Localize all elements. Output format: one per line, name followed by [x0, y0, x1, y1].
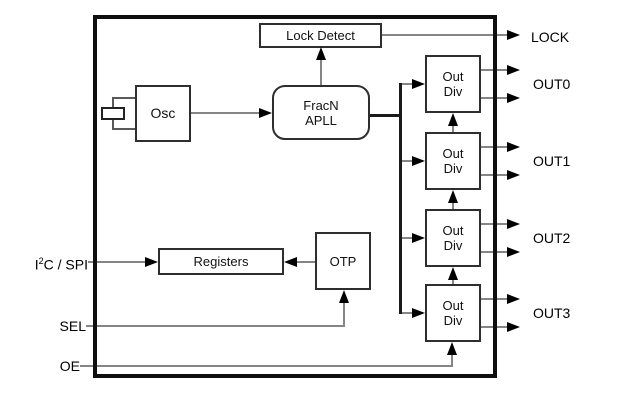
wire-oe-horizontal — [80, 365, 453, 367]
arrowhead-bus-to-outdiv1 — [412, 156, 425, 166]
wire-otp-to-registers — [295, 261, 315, 263]
pin-label-out0: OUT0 — [533, 76, 571, 92]
fracn-apll-block: FracN APLL — [272, 85, 370, 140]
wire-sel-vertical — [343, 300, 345, 327]
wire-apll-output — [370, 114, 402, 117]
out-div-2-block: Out Div — [425, 209, 481, 267]
pin-label-out1: OUT1 — [533, 153, 571, 169]
wire-bus-to-outdiv0 — [400, 83, 414, 85]
arrowhead-outdiv2-to-outdiv1 — [448, 190, 458, 203]
out-div-3-block: Out Div — [425, 284, 481, 342]
wire-apll-to-lockdetect — [320, 57, 322, 85]
out-div-1-label-line1: Out — [442, 146, 464, 161]
arrowhead-outdiv0-outB — [507, 93, 520, 103]
arrowhead-oe-to-outdiv3 — [447, 342, 457, 355]
crystal-bottom-lead — [112, 128, 136, 130]
arrowhead-outdiv2-outA — [507, 219, 520, 229]
arrowhead-outdiv3-outA — [507, 294, 520, 304]
i2c-spi-rest: C / SPI — [43, 256, 88, 273]
lock-detect-block: Lock Detect — [259, 23, 382, 48]
otp-block: OTP — [315, 232, 371, 290]
pin-label-sel: SEL — [59, 318, 86, 334]
wire-lockdetect-to-lock-pin — [382, 34, 508, 36]
i2c-spi-base: I — [34, 256, 39, 273]
pin-label-out2: OUT2 — [533, 230, 571, 246]
arrowhead-apll-to-lockdetect — [316, 47, 326, 60]
registers-block: Registers — [158, 248, 284, 275]
fracn-apll-label-line1: FracN — [303, 97, 339, 113]
arrowhead-outdiv3-to-outdiv2 — [448, 267, 458, 280]
wire-i2cspi-to-registers — [88, 261, 147, 263]
arrowhead-lock-pin — [507, 30, 520, 40]
wire-outdiv2-to-outdiv1 — [452, 201, 454, 210]
pin-label-out3: OUT3 — [533, 305, 571, 321]
arrowhead-sel-to-otp — [339, 290, 349, 303]
fracn-apll-label-line2: APLL — [305, 112, 337, 128]
arrowhead-outdiv1-outB — [507, 170, 520, 180]
out-div-0-block: Out Div — [425, 55, 481, 113]
wire-outdiv3-to-outdiv2 — [452, 278, 454, 285]
wire-bus-to-outdiv3 — [400, 312, 414, 314]
out-div-2-label-line2: Div — [443, 238, 463, 253]
out-div-1-block: Out Div — [425, 132, 481, 190]
out-div-0-label-line1: Out — [442, 69, 464, 84]
arrowhead-otp-to-registers — [284, 257, 297, 267]
arrowhead-outdiv1-to-outdiv0 — [448, 113, 458, 126]
out-div-0-label-line2: Div — [443, 84, 463, 99]
arrowhead-i2cspi-to-registers — [145, 257, 158, 267]
crystal-top-lead — [112, 97, 136, 99]
chip-outline — [93, 15, 497, 378]
crystal-body — [101, 107, 125, 120]
arrowhead-osc-to-apll — [259, 108, 272, 118]
registers-label: Registers — [193, 254, 249, 269]
out-div-1-label-line2: Div — [443, 161, 463, 176]
arrowhead-outdiv0-outA — [507, 65, 520, 75]
i2c-spi-sup: 2 — [38, 256, 44, 266]
wire-outdiv1-to-outdiv0 — [452, 124, 454, 133]
out-div-3-label-line1: Out — [442, 298, 464, 313]
osc-label: Osc — [150, 105, 176, 121]
pin-label-lock: LOCK — [531, 29, 570, 45]
wire-osc-to-apll — [191, 112, 260, 114]
arrowhead-outdiv3-outB — [507, 322, 520, 332]
arrowhead-bus-to-outdiv0 — [412, 79, 425, 89]
wire-bus-to-outdiv1 — [400, 160, 414, 162]
wire-bus-to-outdiv2 — [400, 237, 414, 239]
pin-label-oe: OE — [59, 358, 80, 374]
arrowhead-outdiv2-outB — [507, 247, 520, 257]
arrowhead-outdiv1-outA — [507, 142, 520, 152]
out-div-2-label-line1: Out — [442, 223, 464, 238]
clock-distribution-bus — [399, 83, 402, 314]
osc-block: Osc — [135, 85, 191, 142]
otp-label: OTP — [329, 253, 357, 269]
out-div-3-label-line2: Div — [443, 313, 463, 328]
wire-oe-vertical — [451, 352, 453, 367]
pin-label-i2c-spi: I2C / SPI — [18, 253, 88, 273]
arrowhead-bus-to-outdiv3 — [412, 308, 425, 318]
arrowhead-bus-to-outdiv2 — [412, 233, 425, 243]
lock-detect-label: Lock Detect — [286, 28, 355, 43]
wire-sel-horizontal — [86, 325, 345, 327]
